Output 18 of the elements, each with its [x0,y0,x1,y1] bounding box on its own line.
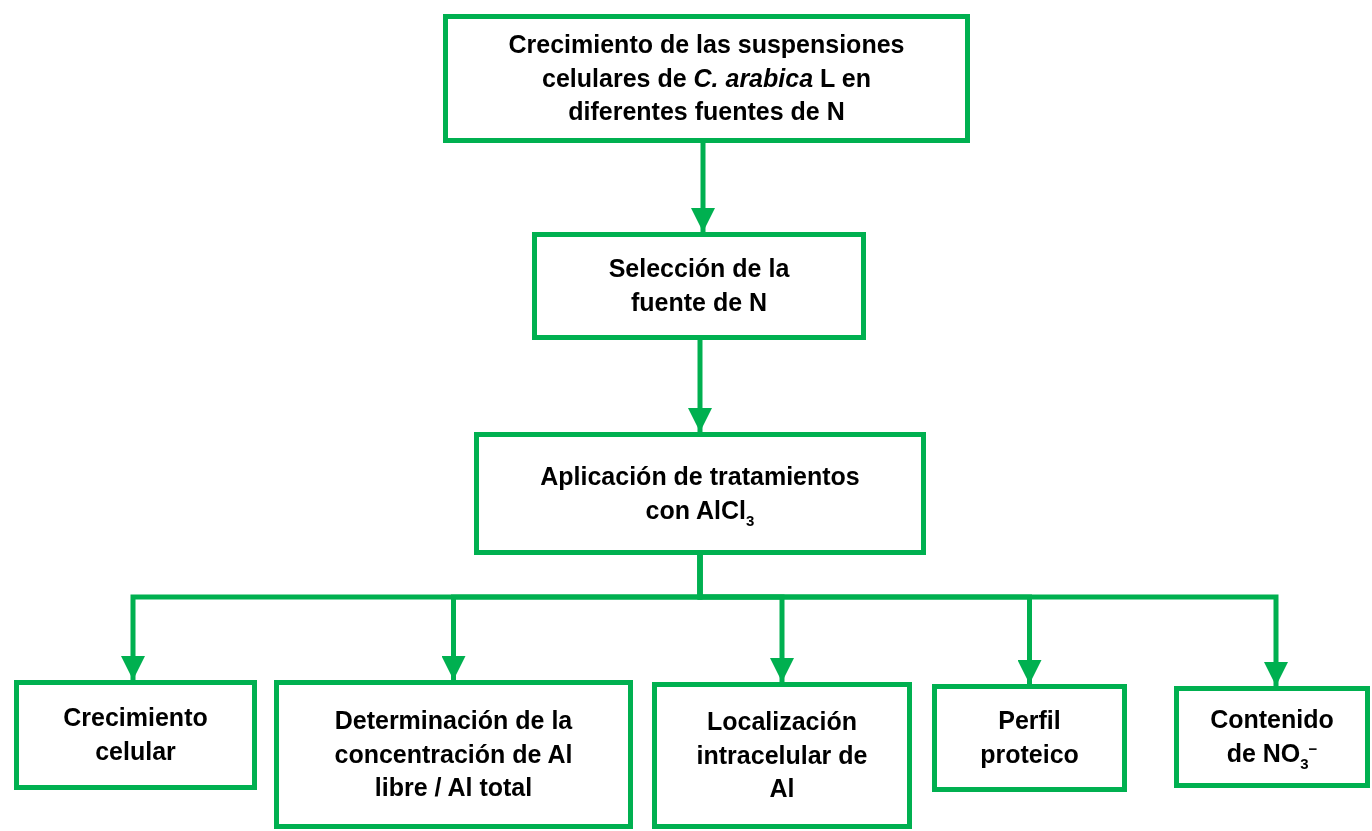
box-text: Crecimiento de las suspensiones celulares de C. arabica L en diferentes fuentes de N [507,28,906,128]
process-box [532,232,866,340]
process-box [652,682,912,829]
box-text: Localización intracelular de Al [695,705,869,805]
arrow [691,143,715,232]
box-text: Crecimiento celular [62,702,209,767]
process-box [14,680,257,790]
process-box [274,680,633,829]
box-text: Aplicación de tratamientos con AlCl$_{3}$ [539,460,861,528]
process-box [443,14,970,143]
box-text: Perfil proteico [979,705,1080,770]
box-text: Determinación de la concentración de Al libre / Al total [333,704,574,804]
process-box [1174,686,1370,788]
arrow [697,555,1288,686]
process-box [474,432,926,555]
arrow [688,340,712,432]
process-box [932,684,1127,792]
box-text: Selección de la fuente de N [607,253,791,318]
